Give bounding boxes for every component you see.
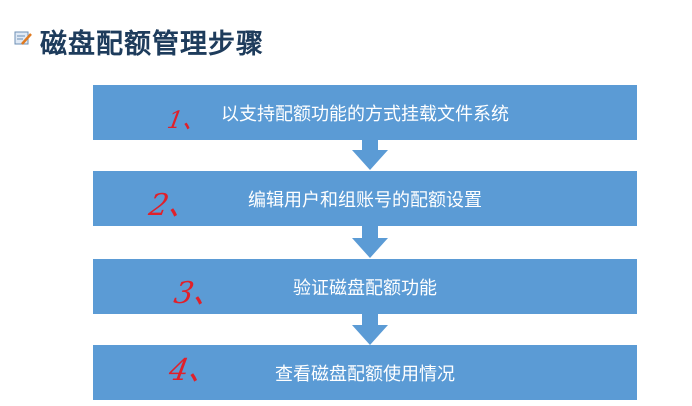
step-1-box: 以支持配额功能的方式挂载文件系统: [93, 85, 637, 140]
down-arrow-icon: [352, 238, 388, 258]
step-4-box: 查看磁盘配额使用情况: [93, 345, 637, 400]
handwritten-mark-4: 4、: [166, 353, 222, 388]
step-3-box: 验证磁盘配额功能: [93, 259, 637, 314]
arrow-3-stem: [362, 314, 378, 325]
step-2-box: 编辑用户和组账号的配额设置: [93, 171, 637, 226]
step-2-label: 编辑用户和组账号的配额设置: [248, 189, 482, 211]
arrow-1-stem: [362, 140, 378, 150]
handwritten-mark-3: 3、: [171, 276, 227, 311]
arrow-2-stem: [362, 226, 378, 238]
page-title: 磁盘配额管理步骤: [40, 29, 264, 60]
edit-document-icon: [14, 31, 32, 45]
step-4-label: 查看磁盘配额使用情况: [275, 363, 455, 385]
down-arrow-icon: [352, 325, 388, 345]
step-1-label: 以支持配额功能的方式挂载文件系统: [221, 103, 509, 125]
handwritten-mark-1: 1、: [165, 106, 210, 134]
step-3-label: 验证磁盘配额功能: [293, 277, 437, 299]
down-arrow-icon: [352, 150, 388, 170]
handwritten-mark-2: 2、: [146, 188, 202, 223]
